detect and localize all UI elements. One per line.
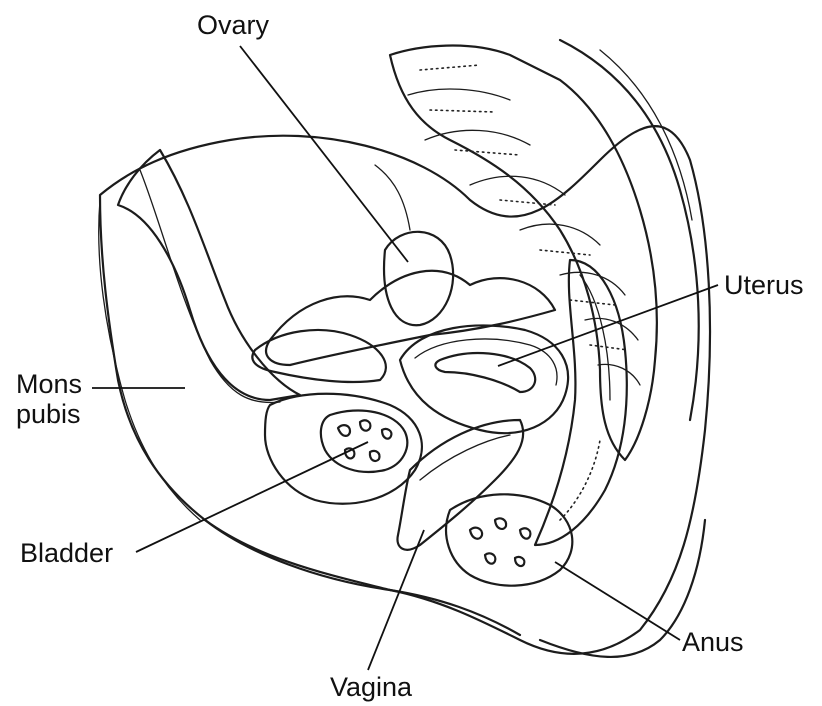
rectum — [535, 260, 627, 545]
label-bladder: Bladder — [20, 538, 113, 568]
bowel-loops — [266, 271, 555, 365]
vagina — [397, 420, 523, 550]
leader-ovary — [240, 46, 408, 262]
sacrum — [390, 46, 657, 460]
bladder-rugae — [338, 420, 391, 461]
label-mons-pubis-line1: Mons — [16, 369, 82, 399]
label-vagina: Vagina — [330, 672, 412, 702]
leader-uterus — [498, 285, 718, 366]
spine-back-edge-2 — [600, 50, 692, 220]
label-mons-pubis-line2: pubis — [16, 399, 82, 429]
label-mons-pubis: Mons pubis — [16, 369, 82, 429]
spine-back-edge — [560, 40, 699, 420]
label-anus: Anus — [682, 627, 744, 657]
ovary-ligament — [375, 165, 410, 230]
uterine-cavity — [435, 353, 535, 392]
vaginal-wall — [420, 435, 510, 480]
bladder — [265, 394, 422, 504]
label-uterus: Uterus — [724, 270, 804, 300]
leader-vagina — [368, 530, 424, 670]
label-ovary: Ovary — [197, 10, 269, 40]
rectum-wall — [580, 275, 610, 400]
leader-bladder — [136, 442, 368, 552]
buttock-outline — [540, 520, 705, 657]
leader-anus — [555, 562, 680, 640]
anal-texture — [470, 518, 530, 566]
uterus — [400, 325, 568, 433]
body-outline — [100, 126, 710, 654]
